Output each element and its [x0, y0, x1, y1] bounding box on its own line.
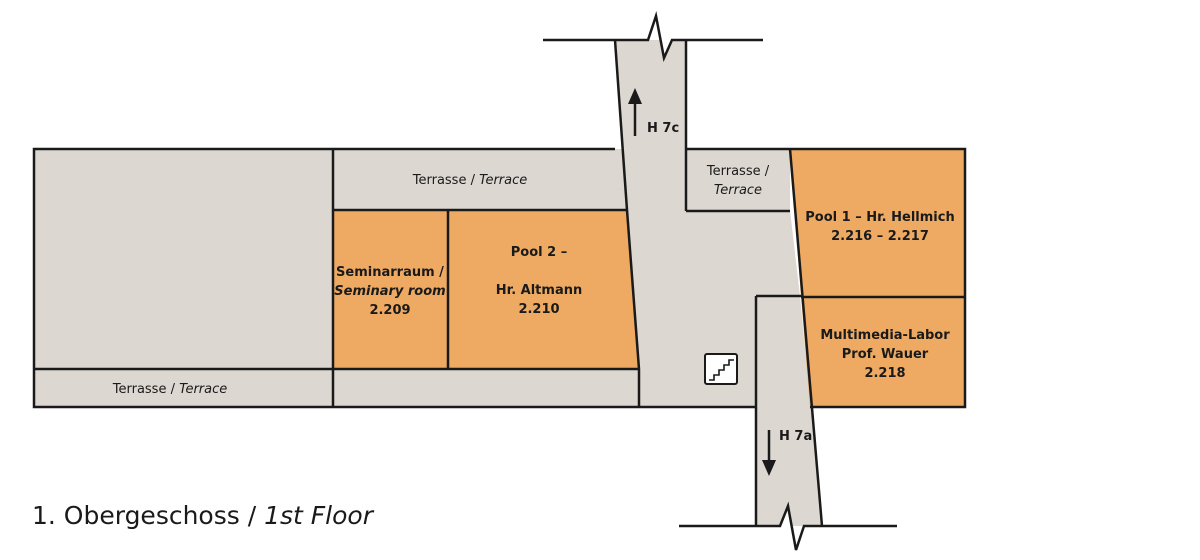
terrace-small-area [686, 149, 790, 211]
terrace-bottom-area [34, 369, 333, 407]
pool1-room [790, 149, 965, 297]
terrace-small-label-italic: Terrace [714, 183, 762, 198]
floor-title: 1. Obergeschoss / 1st Floor [32, 501, 375, 530]
south-passage-area [756, 296, 822, 526]
multimedia-label-3: 2.218 [864, 366, 905, 381]
pool2-label-1: Pool 2 – [511, 245, 567, 260]
seminar-room [333, 210, 448, 369]
pool2-label-2: Hr. Altmann [496, 283, 582, 298]
pool2-room [448, 210, 639, 369]
terrace-small-label: Terrasse / [706, 164, 770, 179]
pool1-label-1: Pool 1 – Hr. Hellmich [805, 210, 954, 225]
central-corridor [627, 210, 800, 407]
north-break [615, 11, 686, 63]
walls [32, 38, 967, 528]
left-block [34, 149, 333, 369]
corridor-areas [34, 40, 822, 526]
seminar-label-2: Seminary room [334, 284, 445, 299]
stairs-icon [704, 353, 738, 385]
seminar-label-1: Seminarraum / [336, 265, 444, 280]
break-marks [615, 11, 822, 551]
pool1-label-2: 2.216 – 2.217 [831, 229, 929, 244]
passage-label-h7a: H 7a [779, 429, 812, 444]
passage-label-h7c: H 7c [647, 121, 679, 136]
terrace-bottom-label: Terrasse / Terrace [112, 382, 228, 397]
multimedia-room [801, 297, 965, 407]
terrace-top-area [333, 149, 627, 210]
north-passage-area [615, 40, 686, 211]
south-break [756, 501, 822, 551]
seminar-label-3: 2.209 [369, 303, 410, 318]
multimedia-label-1: Multimedia-Labor [820, 328, 950, 343]
room-areas [333, 149, 965, 407]
terrace-top-label: Terrasse / Terrace [412, 173, 528, 188]
bottom-strip [333, 369, 639, 407]
arrow-down-icon [762, 430, 776, 476]
pool2-label-3: 2.210 [518, 302, 559, 317]
arrow-up-icon [628, 88, 642, 136]
multimedia-label-2: Prof. Wauer [842, 347, 929, 362]
